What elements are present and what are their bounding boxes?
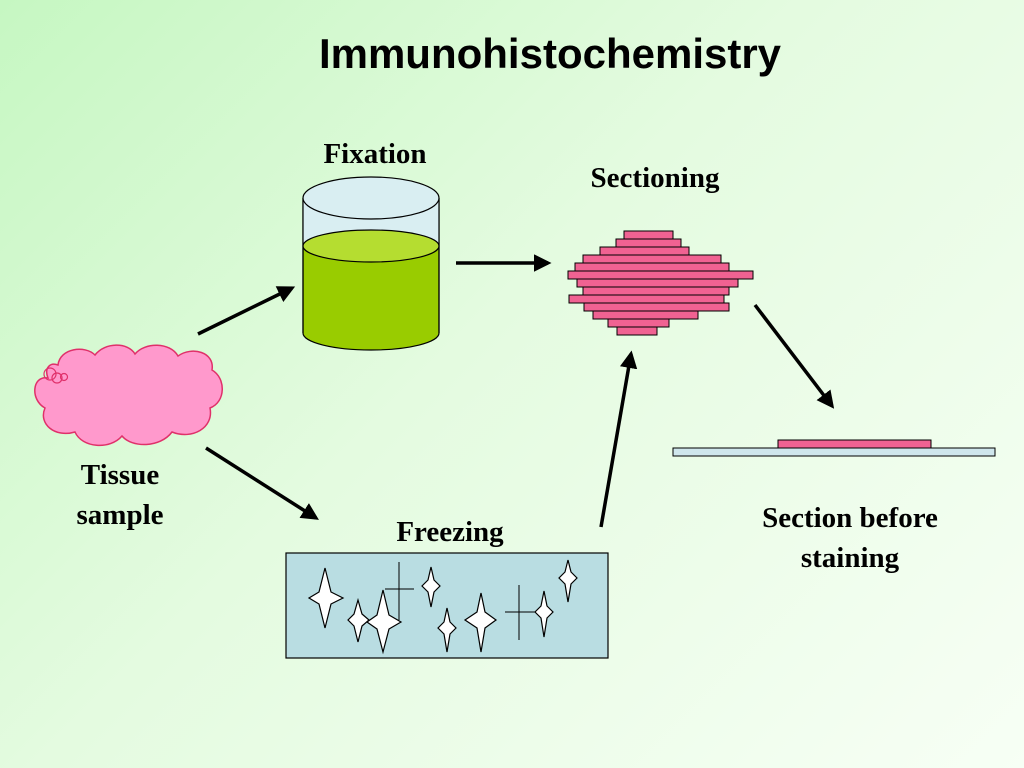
- tissue-label-line1: Tissue: [80, 459, 160, 491]
- slide-icon: [672, 439, 996, 457]
- ice-crystal-icon: [307, 559, 578, 655]
- tissue-sample-icon: [34, 344, 223, 446]
- tissue-sample-label: Tissue sample: [50, 455, 190, 535]
- section-label-line1: Section before: [762, 502, 938, 534]
- fixation-label: Fixation: [323, 138, 427, 170]
- arrow-icon: [753, 303, 835, 409]
- fixation-container-icon: [302, 176, 440, 351]
- arrow-icon: [197, 286, 296, 336]
- section-label-line2: staining: [800, 542, 900, 574]
- freezing-label: Freezing: [396, 516, 504, 548]
- section-before-staining-label: Section before staining: [730, 498, 970, 578]
- page-title: Immunohistochemistry: [318, 30, 782, 77]
- section-stack-icon: [567, 230, 754, 336]
- sectioning-label: Sectioning: [590, 162, 720, 194]
- freezing-block-icon: [285, 552, 609, 659]
- arrow-icon: [205, 446, 319, 520]
- arrow-icon: [599, 350, 638, 528]
- tissue-label-line2: sample: [76, 499, 164, 531]
